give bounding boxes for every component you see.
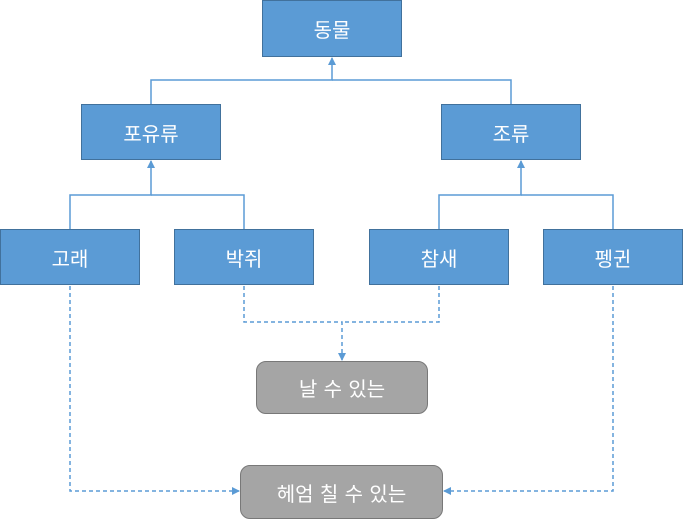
node-bat-label: 박쥐	[225, 246, 263, 271]
edge-penguin-to-can-swim	[443, 286, 614, 495]
node-sparrow: 참새	[369, 229, 509, 285]
edge-bat-to-mammal	[151, 194, 245, 229]
edge-mammal-to-animal	[150, 57, 336, 104]
trait-can-swim-label: 헤엄 칠 수 있는	[276, 481, 407, 506]
edge-sparrow-to-can-fly	[342, 286, 440, 323]
node-whale: 고래	[0, 229, 140, 285]
trait-can-fly: 날 수 있는	[256, 361, 428, 414]
edge-whale-to-can-swim	[69, 286, 240, 495]
node-penguin-label: 펭귄	[594, 246, 632, 271]
node-mammal: 포유류	[81, 104, 221, 160]
node-penguin: 펭귄	[543, 229, 683, 285]
node-bat: 박쥐	[174, 229, 314, 285]
edge-bird-to-animal	[332, 79, 512, 104]
trait-can-swim: 헤엄 칠 수 있는	[240, 465, 443, 519]
node-bird: 조류	[441, 104, 581, 160]
edge-penguin-to-bird	[521, 194, 614, 229]
edge-whale-to-mammal	[69, 160, 155, 229]
trait-can-fly-label: 날 수 있는	[298, 377, 386, 401]
node-bird-label: 조류	[492, 121, 530, 146]
node-sparrow-label: 참새	[420, 246, 458, 271]
node-animal: 동물	[262, 0, 402, 57]
node-whale-label: 고래	[51, 246, 89, 271]
node-animal-label: 동물	[313, 18, 351, 42]
edge-sparrow-to-bird	[438, 160, 525, 229]
edge-bat-to-can-fly	[243, 286, 346, 361]
node-mammal-label: 포유류	[123, 121, 179, 146]
